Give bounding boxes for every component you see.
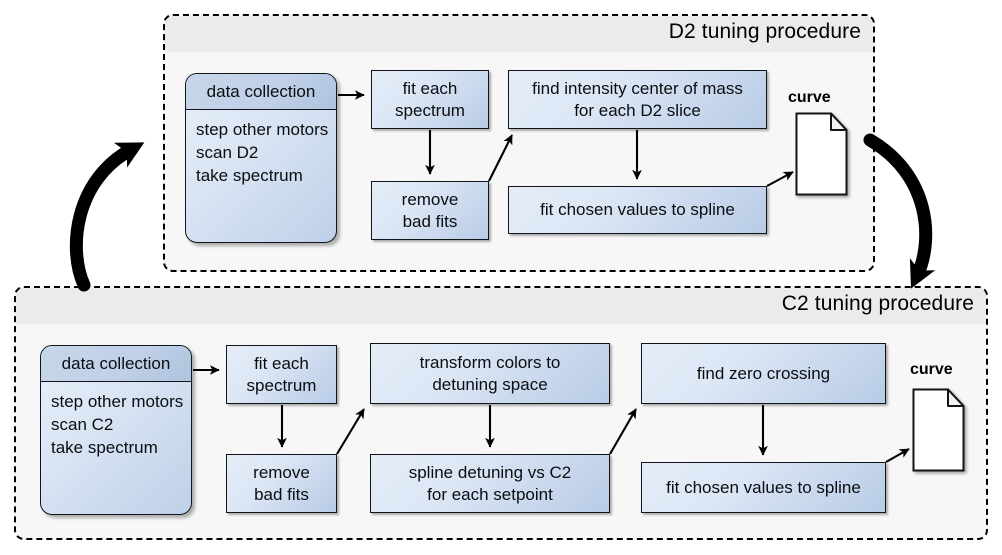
group-d2-title: D2 tuning procedure: [668, 20, 861, 43]
c2-data-collection-box[interactable]: data collection step other motors scan C…: [40, 345, 192, 515]
group-c2-header-band: [16, 288, 986, 324]
c2-node-remove-bad-fits[interactable]: remove bad fits: [226, 454, 337, 513]
c2-node-transform-colors-to-detuning-space[interactable]: transform colors to detuning space: [370, 343, 610, 404]
d2-output-document-icon: [795, 112, 848, 196]
c2-data-collection-steps: step other motors scan C2 take spectrum: [51, 392, 184, 457]
c2-node-find-zero-crossing[interactable]: find zero crossing: [641, 343, 886, 404]
d2-node-remove-bad-fits[interactable]: remove bad fits: [371, 181, 489, 240]
d2-node-fit-each-spectrum[interactable]: fit each spectrum: [371, 70, 489, 129]
d2-node-find-intensity-center-of-mass[interactable]: find intensity center of mass for each D…: [508, 70, 767, 129]
feedback-arrow-left: [69, 142, 145, 292]
d2-output-curve-label: curve: [788, 89, 831, 106]
c2-node-fit-chosen-values-to-spline[interactable]: fit chosen values to spline: [641, 462, 886, 513]
c2-data-collection-header: data collection: [41, 346, 191, 382]
d2-data-collection-steps: step other motors scan D2 take spectrum: [196, 120, 329, 185]
c2-output-curve-label: curve: [910, 361, 953, 378]
c2-node-spline-detuning-vs-c2[interactable]: spline detuning vs C2 for each setpoint: [370, 454, 610, 513]
d2-node-fit-chosen-values-to-spline[interactable]: fit chosen values to spline: [508, 186, 767, 234]
c2-node-fit-each-spectrum[interactable]: fit each spectrum: [226, 345, 337, 404]
d2-data-collection-header: data collection: [186, 74, 336, 110]
feedback-arrow-right: [863, 133, 936, 289]
group-d2-header-band: [165, 16, 873, 52]
d2-data-collection-box[interactable]: data collection step other motors scan D…: [185, 73, 337, 243]
group-c2-title: C2 tuning procedure: [781, 292, 974, 315]
c2-output-document-icon: [912, 388, 965, 472]
